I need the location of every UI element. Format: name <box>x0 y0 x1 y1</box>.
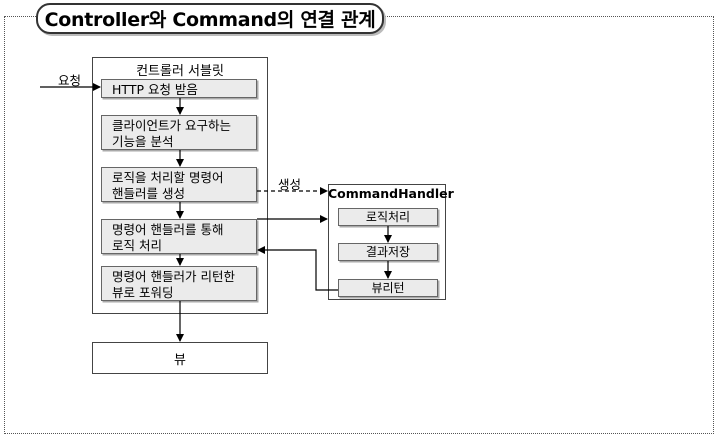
view-box: 뷰 <box>92 342 268 374</box>
controller-servlet-title: 컨트롤러 서블릿 <box>136 64 224 79</box>
step-line: HTTP 요청 받음 <box>112 82 198 97</box>
step-forward-view: 명령어 핸들러가 리턴한 뷰로 포워딩 <box>101 266 257 301</box>
step-line: 클라이언트가 요구하는 <box>112 118 231 133</box>
step-line: 로직 처리 <box>112 238 162 253</box>
view-label: 뷰 <box>174 352 186 368</box>
step-analyze-request: 클라이언트가 요구하는 기능을 분석 <box>101 115 257 150</box>
command-handler-title: CommandHandler <box>328 186 454 201</box>
diagram-title: Controller와 Command의 연결 관계 <box>44 9 376 31</box>
return-view-arrow <box>257 246 338 291</box>
handler-step-save-result: 결과저장 <box>338 243 438 261</box>
request-label: 요청 <box>58 73 82 88</box>
handler-step-return-view: 뷰리턴 <box>338 279 438 297</box>
step-line: 뷰로 포워딩 <box>112 285 174 300</box>
step-line: 로직을 처리할 명령어 <box>112 170 224 185</box>
title-box: Controller와 Command의 연결 관계 <box>36 3 384 34</box>
step-process-logic: 명령어 핸들러를 통해 로직 처리 <box>101 219 257 254</box>
create-label: 생성 <box>278 177 302 192</box>
step-line: 기능을 분석 <box>112 134 174 149</box>
step-create-handler: 로직을 처리할 명령어 핸들러를 생성 <box>101 167 257 202</box>
step-line: 명령어 핸들러가 리턴한 <box>112 269 235 284</box>
step-line: 명령어 핸들러를 통해 <box>112 222 224 237</box>
step-line: 핸들러를 생성 <box>112 186 185 201</box>
handler-step-logic: 로직처리 <box>338 208 438 226</box>
step-receive-request: HTTP 요청 받음 <box>101 79 257 98</box>
